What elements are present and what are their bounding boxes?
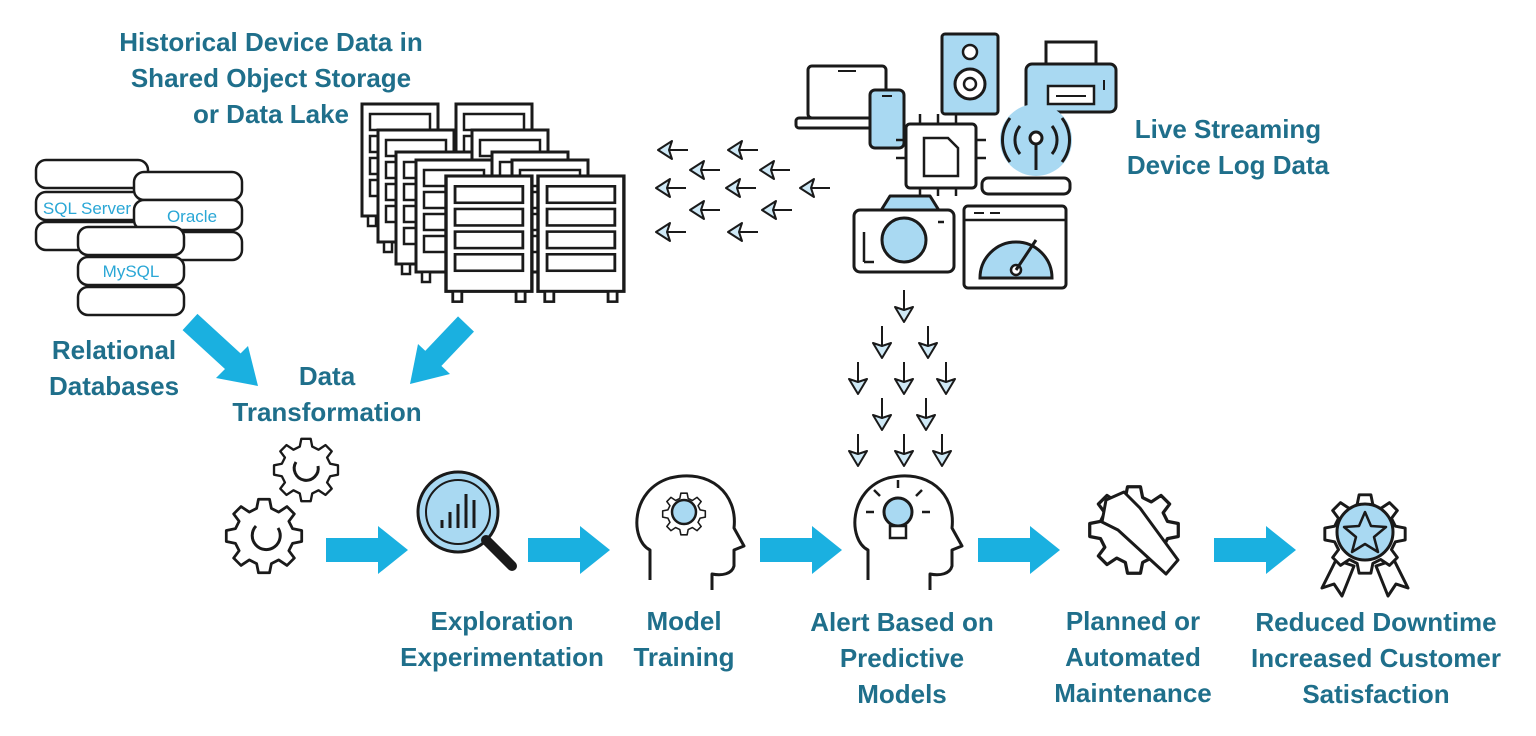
label-line: Live Streaming bbox=[1134, 114, 1322, 144]
label-line: Device Log Data bbox=[1126, 150, 1330, 180]
chip-icon bbox=[896, 114, 986, 196]
label-line: Alert Based on bbox=[810, 607, 994, 637]
camera-icon bbox=[852, 194, 956, 274]
arrow-model-to-alert bbox=[760, 526, 842, 574]
label-line: Experimentation bbox=[400, 642, 604, 672]
label-line: Model bbox=[646, 606, 722, 636]
db-label-oracle: Oracle bbox=[167, 207, 217, 226]
arrow-db-to-transform bbox=[182, 313, 258, 386]
label-data-transformation: Data Transformation bbox=[220, 358, 434, 430]
head-lightbulb-icon bbox=[853, 474, 964, 590]
label-line: Training bbox=[633, 642, 735, 672]
speaker-icon bbox=[940, 32, 1000, 116]
label-line: Transformation bbox=[232, 397, 422, 427]
label-line: Satisfaction bbox=[1302, 679, 1450, 709]
label-line: Data bbox=[298, 361, 356, 391]
label-relational-databases: Relational Databases bbox=[28, 332, 200, 404]
label-line: Exploration bbox=[430, 606, 574, 636]
label-line: Planned or bbox=[1065, 606, 1201, 636]
router-icon bbox=[980, 176, 1072, 196]
label-line: Reduced Downtime bbox=[1255, 607, 1497, 637]
label-maintenance: Planned or Automated Maintenance bbox=[1034, 603, 1232, 711]
streaming-arrows-down bbox=[848, 289, 956, 467]
label-line: Historical Device Data in bbox=[119, 27, 423, 57]
label-line: Maintenance bbox=[1054, 678, 1212, 708]
label-historical-data: Historical Device Data in Shared Object … bbox=[86, 24, 456, 132]
gears-icon bbox=[224, 437, 340, 575]
label-alert: Alert Based on Predictive Models bbox=[790, 604, 1014, 712]
label-line: Automated bbox=[1065, 642, 1201, 672]
label-reduced-downtime: Reduced Downtime Increased Customer Sati… bbox=[1236, 604, 1516, 712]
arrow-lake-to-transform bbox=[410, 316, 474, 384]
db-label-mysql: MySQL bbox=[103, 262, 160, 281]
db-label-sql-server: SQL Server bbox=[43, 199, 132, 218]
database-stack-icon: SQL Server Oracle MySQL bbox=[34, 158, 244, 317]
label-line: Predictive bbox=[839, 643, 965, 673]
server-rack-icon bbox=[360, 102, 626, 304]
phone-icon bbox=[868, 88, 906, 150]
wifi-tower-icon bbox=[1000, 104, 1072, 176]
head-gear-icon bbox=[635, 474, 746, 590]
wrench-gear-icon bbox=[1088, 485, 1180, 576]
label-line: or Data Lake bbox=[192, 99, 350, 129]
arrow-alert-to-maintenance bbox=[978, 526, 1060, 574]
label-line: Shared Object Storage bbox=[130, 63, 412, 93]
arrow-transform-to-exploration bbox=[326, 526, 408, 574]
label-line: Relational bbox=[51, 335, 177, 365]
award-badge-icon bbox=[1320, 493, 1410, 598]
label-exploration: Exploration Experimentation bbox=[392, 603, 612, 675]
label-model-training: Model Training bbox=[618, 603, 750, 675]
label-line: Increased Customer bbox=[1251, 643, 1501, 673]
arrow-exploration-to-model bbox=[528, 526, 610, 574]
gauge-icon bbox=[962, 204, 1068, 290]
printer-icon bbox=[1024, 40, 1118, 114]
label-line: Models bbox=[857, 679, 947, 709]
streaming-arrows-left bbox=[655, 140, 831, 242]
label-live-streaming: Live Streaming Device Log Data bbox=[1108, 111, 1348, 183]
arrow-maintenance-to-reduced bbox=[1214, 526, 1296, 574]
magnifier-chart-icon bbox=[416, 470, 517, 571]
label-line: Databases bbox=[48, 371, 180, 401]
